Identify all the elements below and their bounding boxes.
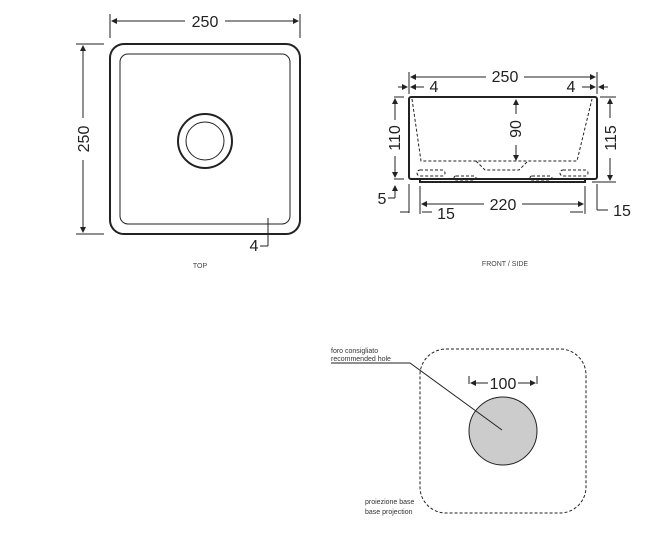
top-width-label: 250 — [192, 14, 219, 31]
front-inner-depth-label: 90 — [508, 120, 525, 138]
drain-inner — [185, 121, 225, 161]
top-view-caption: TOP — [193, 263, 208, 270]
front-view-caption: FRONT / SIDE — [482, 261, 528, 268]
inner-profile — [411, 98, 593, 162]
top-rim-label: 4 — [250, 238, 259, 255]
front-height-dimension: 110 — [387, 96, 404, 180]
front-base-offset-right-label: 15 — [613, 203, 631, 220]
projection-label-it: proiezione base — [365, 499, 415, 506]
front-total-height-label: 115 — [603, 125, 620, 151]
front-total-height-dimension: 115 — [592, 96, 620, 183]
recommended-hole — [468, 396, 538, 466]
hole-leader-line — [331, 362, 503, 431]
basin-body — [408, 96, 598, 180]
hole-dimension-label: 100 — [490, 376, 517, 393]
front-width-dimension: 250 4 4 — [398, 69, 608, 96]
front-height-label: 110 — [387, 125, 404, 151]
front-base-height-label: 5 — [378, 191, 387, 208]
front-rim-right-label: 4 — [567, 79, 576, 96]
front-view: 250 4 4 110 90 115 5 — [378, 69, 631, 268]
drain-profile — [475, 160, 529, 171]
basin-base — [419, 178, 586, 183]
top-view: 250 250 4 TOP — [76, 14, 301, 270]
projection-label-en: base projection — [365, 509, 413, 516]
front-base-width-dimension: 220 15 15 — [419, 184, 631, 223]
base-view: 100 foro consigliato recommended hole pr… — [331, 348, 587, 516]
hole-dimension: 100 — [468, 376, 538, 393]
hole-label-it: foro consigliato — [331, 348, 378, 355]
base-projection-outline — [419, 348, 587, 514]
front-base-height-dimension: 5 — [378, 184, 410, 213]
top-rim-dimension: 4 — [250, 218, 269, 255]
basin-outer-rim — [109, 43, 301, 235]
front-width-label: 250 — [492, 69, 519, 86]
base-cavity — [416, 169, 446, 177]
top-width-dimension: 250 — [109, 14, 301, 38]
front-rim-left-label: 4 — [430, 79, 439, 96]
basin-inner-edge — [119, 53, 291, 225]
base-cavity — [453, 175, 477, 181]
base-cavity — [529, 175, 553, 181]
top-depth-dimension: 250 — [76, 43, 104, 235]
front-base-width-label: 220 — [490, 197, 517, 214]
drain-outer — [177, 113, 233, 169]
base-cavity — [559, 169, 589, 177]
front-inner-depth-dimension: 90 — [508, 99, 525, 161]
front-base-offset-left-label: 15 — [437, 206, 455, 223]
top-depth-label: 250 — [76, 126, 93, 153]
hole-label-en: recommended hole — [331, 356, 391, 363]
